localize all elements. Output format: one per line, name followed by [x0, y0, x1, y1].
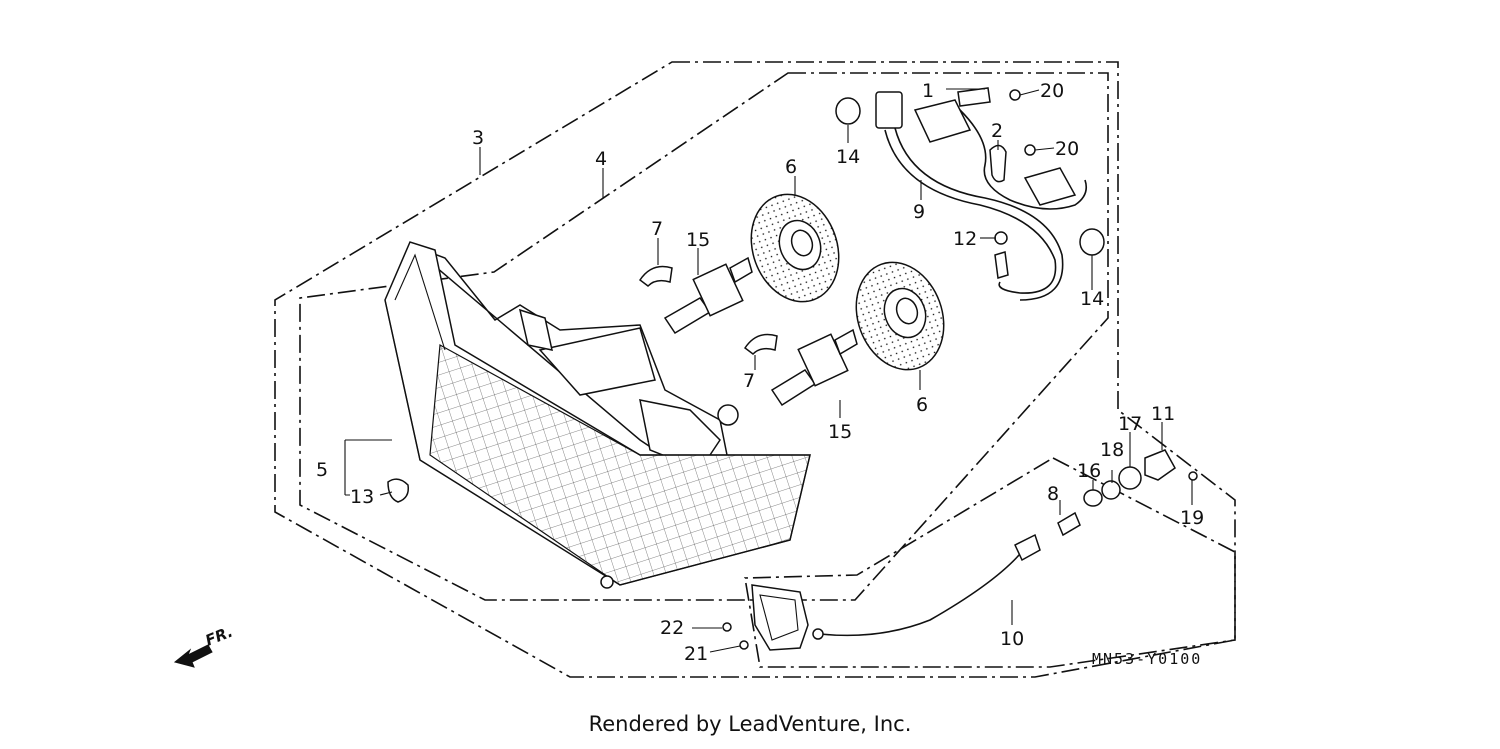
leader-lines: [344, 88, 1193, 653]
screw-21: [739, 640, 749, 650]
wiring-harness: [875, 87, 1088, 301]
grommet-lower: [1079, 228, 1105, 256]
callout-15-upper: 15: [686, 229, 710, 251]
front-arrow-icon: [173, 644, 213, 668]
assembly-outline-4: [299, 72, 1109, 601]
adjuster-bracket: [751, 584, 809, 651]
screw-22: [722, 622, 732, 632]
bulb-socket-upper: [750, 193, 840, 303]
screw-20-upper: [1009, 89, 1021, 101]
callout-5: 5: [316, 459, 328, 481]
grommet-upper: [835, 97, 861, 125]
callout-4: 4: [595, 148, 607, 170]
callout-16: 16: [1077, 460, 1101, 482]
callout-2: 2: [991, 120, 1003, 142]
callout-14-lower: 14: [1080, 288, 1104, 310]
knob-11: [1144, 449, 1176, 481]
clip-lower: [743, 333, 778, 355]
washer-17: [1118, 466, 1142, 490]
washer-18: [1101, 480, 1121, 500]
callout-21: 21: [684, 643, 708, 665]
front-direction-indicator: FR.: [173, 623, 236, 668]
callout-10: 10: [1000, 628, 1024, 650]
callout-15-lower: 15: [828, 421, 852, 443]
screw-19: [1188, 471, 1198, 481]
adjuster-cable: [812, 511, 1081, 640]
callout-20-lower: 20: [1055, 138, 1079, 160]
callout-18: 18: [1100, 439, 1124, 461]
callout-22: 22: [660, 617, 684, 639]
callout-8: 8: [1047, 483, 1059, 505]
screw-20-lower: [1024, 144, 1036, 156]
callout-17: 17: [1118, 413, 1142, 435]
callout-20-upper: 20: [1040, 80, 1064, 102]
callout-13: 13: [350, 486, 374, 508]
footer-credit: Rendered by LeadVenture, Inc.: [588, 712, 912, 736]
bulb-lower: [770, 328, 858, 407]
callout-6-lower: 6: [916, 394, 928, 416]
callout-1: 1: [922, 80, 934, 102]
callout-14-upper: 14: [836, 146, 860, 168]
bulb-socket-lower: [855, 261, 945, 371]
callout-9: 9: [913, 201, 925, 223]
assembly-outline-10: [744, 457, 1236, 668]
callout-12: 12: [953, 228, 977, 250]
headlight-lens: [384, 241, 811, 589]
bulb-upper: [663, 256, 753, 335]
clip-upper: [638, 265, 673, 287]
callout-3: 3: [472, 127, 484, 149]
callout-11: 11: [1151, 403, 1175, 425]
washer-16: [1083, 489, 1103, 507]
callout-6-upper: 6: [785, 156, 797, 178]
part-code: MN53-Y0100: [1092, 650, 1202, 668]
callout-19: 19: [1180, 507, 1204, 529]
callout-7-upper: 7: [651, 218, 663, 240]
front-label: FR.: [203, 623, 236, 650]
callout-7-lower: 7: [743, 370, 755, 392]
grommet-13: [387, 478, 410, 503]
assembly-outline-3: [274, 61, 1236, 678]
